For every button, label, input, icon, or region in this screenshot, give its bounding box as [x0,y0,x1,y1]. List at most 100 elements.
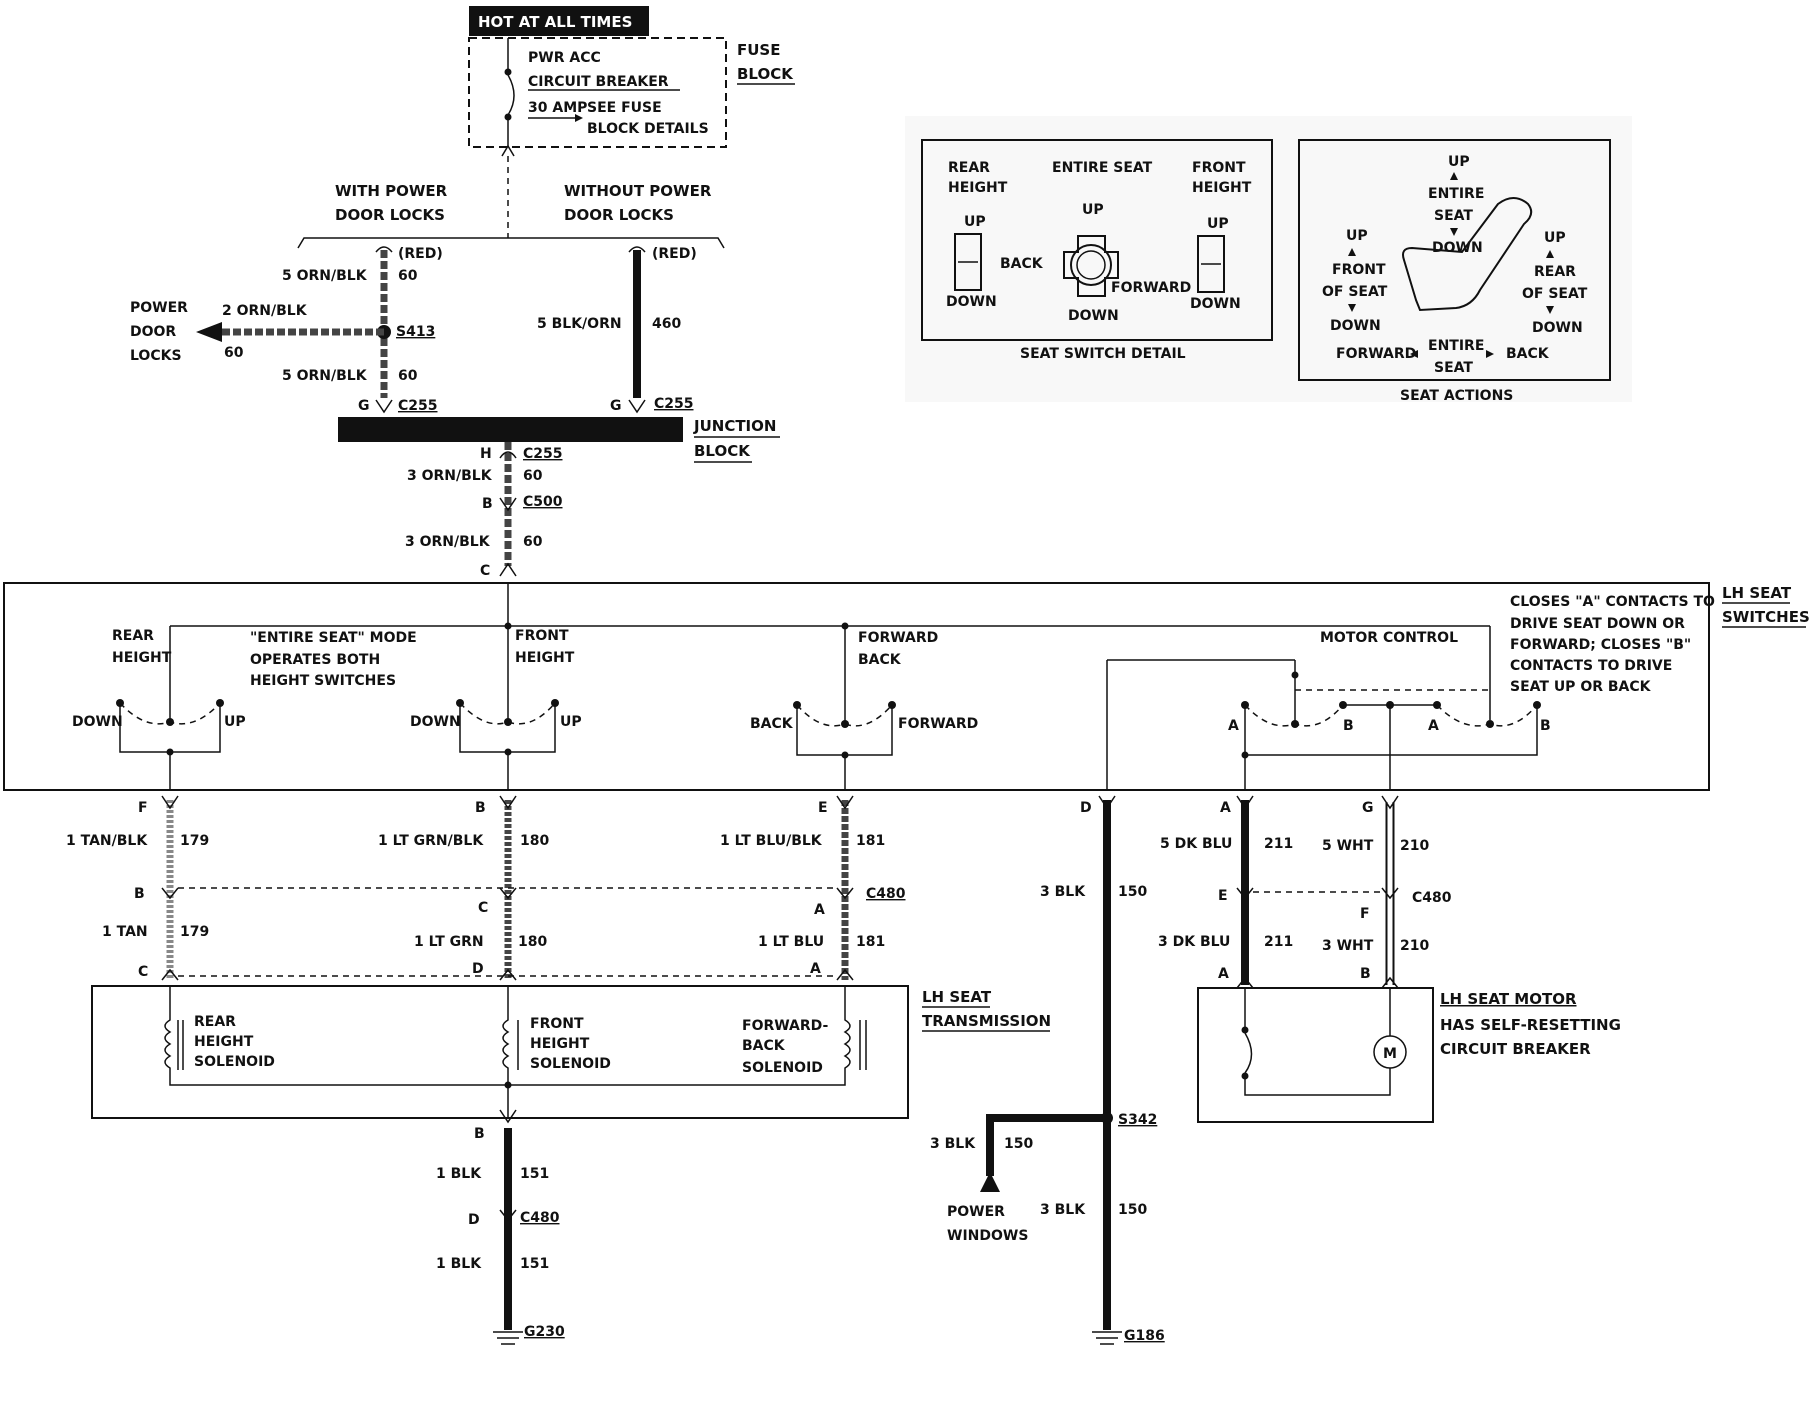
wire-1ltgrn-num: 180 [518,934,547,950]
sa-forward-arrow [1410,350,1418,358]
motor-m-label: M [1383,1046,1397,1062]
rear-sol-1: REAR [194,1014,236,1030]
wire-3blk-b-num: 150 [1004,1136,1033,1152]
junction-to-switch-feed: H C255 3 ORN/BLK 60 B C500 3 ORN/BLK 60 … [405,442,563,579]
sa-up-left: UP [1346,228,1368,244]
hot-at-all-times-label: HOT AT ALL TIMES [478,13,632,31]
motor-symbol [1373,1035,1407,1069]
front-switch-pivot [504,718,512,726]
without-power-label-1: WITHOUT POWER [564,182,712,200]
ssd-down-left: DOWN [946,294,997,310]
sa-down-right-arrow [1546,306,1554,314]
ssd-down-right: DOWN [1190,296,1241,312]
switches-outline [3,582,1710,791]
sa-up-right: UP [1544,230,1566,246]
front-down: DOWN [410,714,461,730]
wire-5wht-num: 210 [1400,838,1429,854]
mc-label-b1: B [1343,718,1354,734]
grn-pin-b [499,795,517,810]
mc-a-b-return [1244,705,1538,756]
breaker-label-1: PWR ACC [528,50,601,66]
entire-mode-2: OPERATES BOTH [250,652,380,668]
wire-3blk-c-label: 3 BLK [1040,1202,1086,1218]
wire-1ltgrn-label: 1 LT GRN [414,934,484,950]
see-fuse-1: SEE FUSE [587,100,662,116]
ssd-up-right: UP [1207,216,1229,232]
tan-pin-c [161,968,179,981]
dkblu-pin-a-motor [1236,976,1254,989]
pin-g-right: G [610,398,622,414]
see-fuse-2: BLOCK DETAILS [587,121,709,137]
left-red-connector [375,246,393,253]
wire-2orn-num: 60 [224,345,244,361]
breaker-amp: 30 AMP [528,100,587,116]
dkblu-pin-e [1236,887,1254,900]
fuse-block-title-1: FUSE [737,41,780,59]
sa-entire-b2: SEAT [1434,360,1473,376]
mc-label-b2: B [1540,718,1551,734]
blk-pin-d [1098,795,1116,810]
wht-pin-g [1381,795,1399,810]
front-height-2: HEIGHT [515,650,575,666]
lh-seat-transmission: LH SEAT TRANSMISSION REAR HEIGHT SOLENOI… [91,985,1051,1345]
mc-throw-2 [1436,704,1538,727]
fb-label-2: BACK [858,652,902,668]
sa-down-right: DOWN [1532,320,1583,336]
fb-sol-1: FORWARD- [742,1018,829,1034]
fb-forward: FORWARD [898,716,978,732]
rear-down: DOWN [72,714,123,730]
sa-rear-1: REAR [1534,264,1576,280]
entire-seat-knob-outer [1070,244,1112,286]
fuse-block-outline [468,37,727,148]
trans-pin-b [499,1109,517,1124]
pin-d-c480: D [468,1212,480,1228]
left-red-label: (RED) [398,246,443,262]
wire-3-blk-power-windows [986,1114,1107,1176]
power-door-locks-1: POWER [130,300,188,316]
junction-block: JUNCTION BLOCK [338,417,780,463]
pin-a-top: A [1220,800,1231,816]
pin-c-bot: C [138,964,148,980]
wire-1blk-b-label: 1 BLK [436,1256,482,1272]
lh-seat-switches: LH SEAT SWITCHES REAR HEIGHT DOWN UP "EN… [3,582,1810,791]
pin-c-mid: C [478,900,488,916]
pin-b-c500: B [482,496,493,512]
ssd-caption: SEAT SWITCH DETAIL [1020,346,1186,362]
wire-3dkblu-num: 211 [1264,934,1293,950]
breaker-arc [507,74,515,116]
wire-1ltblublk-num: 181 [856,833,885,849]
rear-sol-2: HEIGHT [194,1034,254,1050]
c480-top-label: C480 [866,886,906,902]
wire-5dkblu-num: 211 [1264,836,1293,852]
fb-label-1: FORWARD [858,630,938,646]
wire-3orn-a-num: 60 [523,468,543,484]
sa-back: BACK [1506,346,1550,362]
closes-1: CLOSES "A" CONTACTS TO [1510,594,1715,610]
sa-rear-2: OF SEAT [1522,286,1588,302]
switches-title-1: LH SEAT [1722,584,1792,602]
front-switch-throw [459,702,556,725]
pin-a-mid: A [814,902,825,918]
pin-b-top: B [475,800,486,816]
ssd-forward: FORWARD [1111,280,1191,296]
mc-label-a1: A [1228,718,1239,734]
pin-g-top: G [1362,800,1374,816]
ssd-rear-1: REAR [948,160,990,176]
splice-s342-label: S342 [1118,1112,1157,1128]
fb-switch-output-dot [841,751,849,759]
grn-pin-c [499,887,517,900]
fuse-block-title-2: BLOCK [737,65,794,83]
wire-3orn-b-label: 3 ORN/BLK [405,534,491,550]
lh-seat-motor: M LH SEAT MOTOR HAS SELF-RESETTING CIRCU… [1197,987,1621,1123]
blu-pin-a-bot [836,968,854,981]
wire-5wht-label: 5 WHT [1322,838,1374,854]
sa-down-left: DOWN [1330,318,1381,334]
power-windows-2: WINDOWS [947,1228,1028,1244]
wire-1tanblk-label: 1 TAN/BLK [66,833,148,849]
right-red-label: (RED) [652,246,697,262]
motor-control-label: MOTOR CONTROL [1320,630,1458,646]
power-door-locks-arrow [196,322,222,342]
rear-switch-throw [119,702,221,725]
wire-1blk-b-num: 151 [520,1256,549,1272]
